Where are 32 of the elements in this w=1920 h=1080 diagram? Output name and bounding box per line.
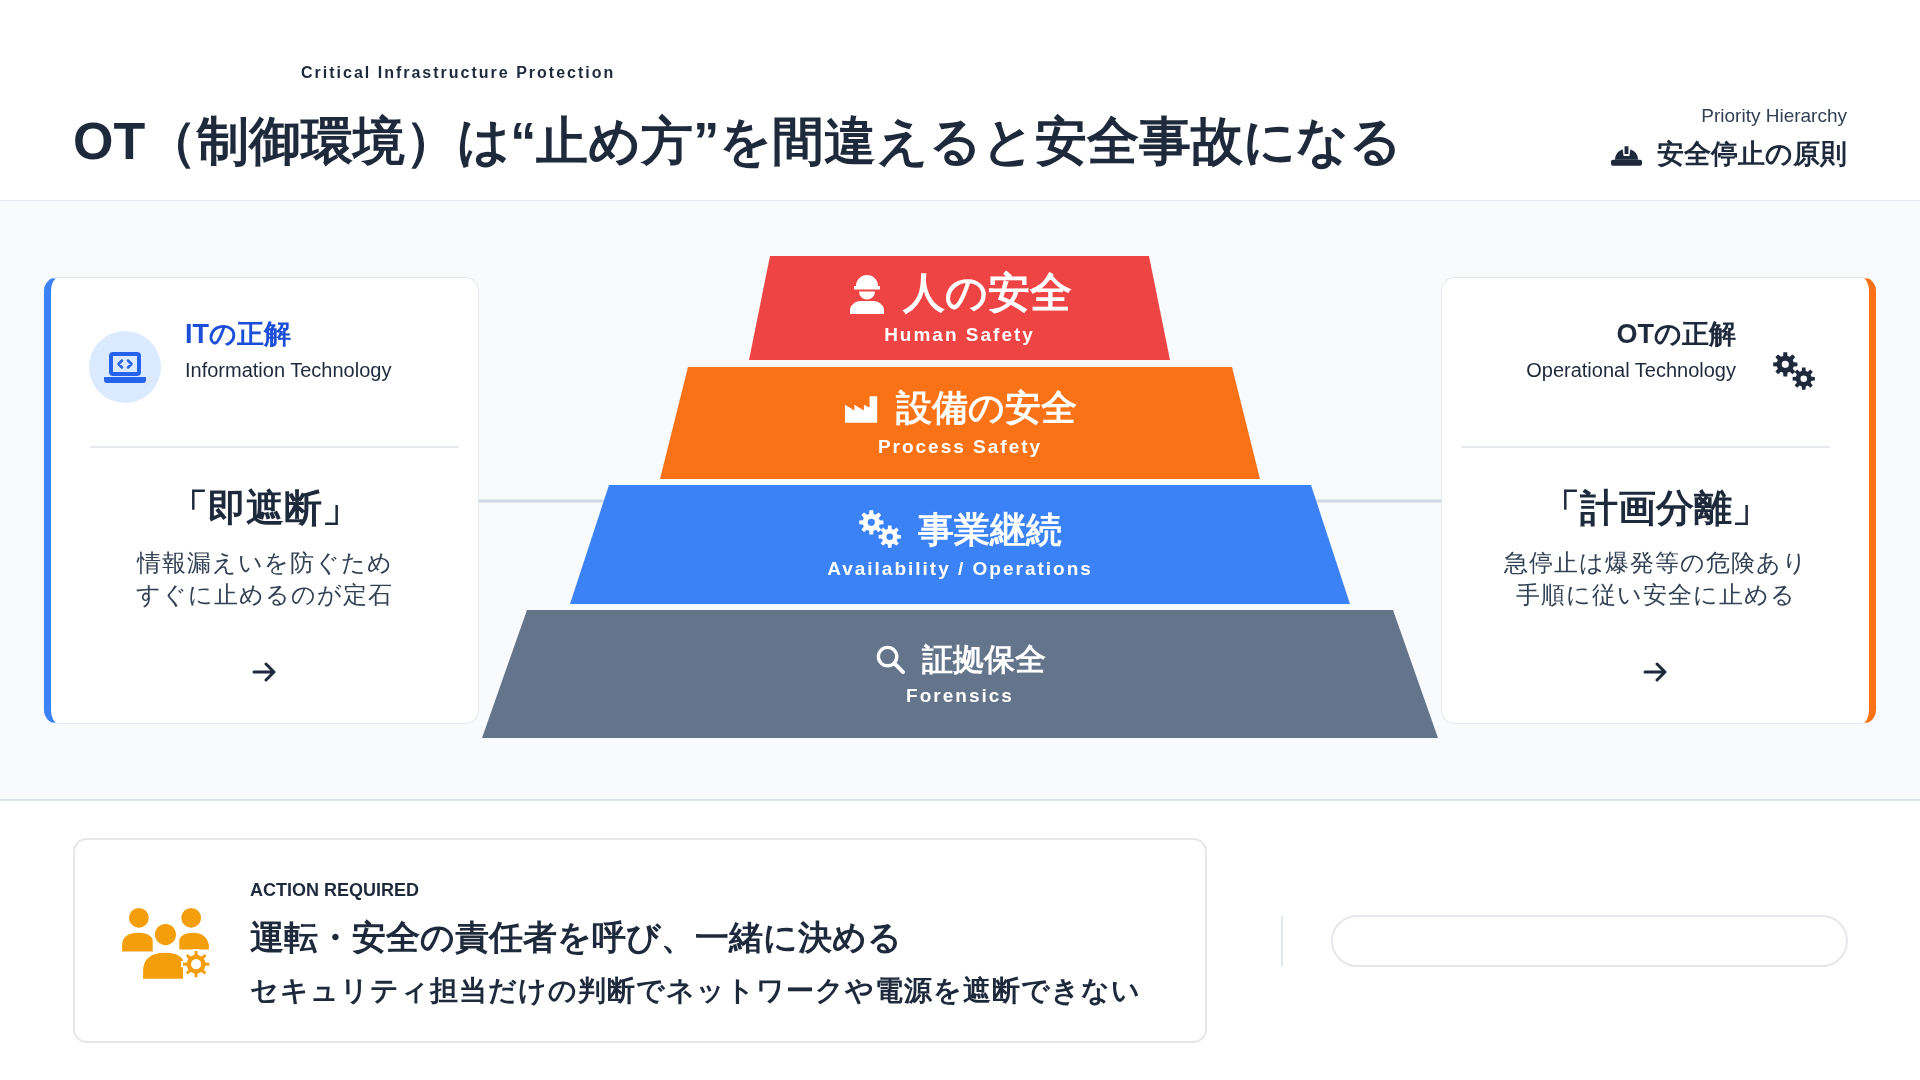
principle-heading: 安全停止の原則: [1657, 138, 1847, 171]
card-keyword: 「即遮断」: [169, 486, 360, 531]
pyramid-tier: [660, 367, 1260, 479]
card-heading: ITの正解: [185, 318, 291, 350]
page-title: OT（制御環境）は“止め方”を間違えると安全事故になる: [73, 111, 1403, 172]
card-subheading: Operational Technology: [1526, 358, 1736, 382]
action-card: [73, 838, 1207, 1043]
card-heading: OTの正解: [1616, 318, 1736, 350]
tier-title: 事業継続: [918, 507, 1062, 552]
action-heading: 運転・安全の責任者を呼び、一緒に決める: [250, 917, 902, 958]
card-subheading: Information Technology: [185, 358, 392, 382]
tier-subtitle: Human Safety: [884, 323, 1035, 347]
tier-title: 人の安全: [903, 268, 1072, 318]
pyramid-tier: [749, 256, 1170, 360]
connector-line: [1316, 499, 1441, 503]
info-card: [44, 277, 479, 724]
card-description: 急停止は爆発等の危険あり手順に従い安全に止める: [1502, 548, 1809, 610]
action-label: ACTION REQUIRED: [250, 879, 419, 901]
info-card: [1441, 277, 1876, 724]
tier-title: 設備の安全: [895, 386, 1077, 430]
action-description: セキュリティ担当だけの判断でネットワークや電源を遮断できない: [250, 974, 1141, 1008]
card-keyword: 「計画分離」: [1541, 486, 1770, 531]
tier-subtitle: Availability / Operations: [827, 556, 1093, 581]
tier-subtitle: Process Safety: [877, 435, 1043, 459]
card-description: 情報漏えいを防ぐためすぐに止めるのが定石: [135, 548, 394, 610]
pyramid-tier: [482, 610, 1438, 738]
section-label: Priority Hierarchy: [1701, 104, 1847, 128]
tier-subtitle: Forensics: [906, 683, 1014, 708]
tier-title: 証拠保全: [921, 640, 1046, 679]
connector-line: [479, 499, 604, 503]
pyramid-tier: [570, 485, 1350, 604]
kicker-text: Critical Infrastructure Protection: [301, 63, 616, 83]
